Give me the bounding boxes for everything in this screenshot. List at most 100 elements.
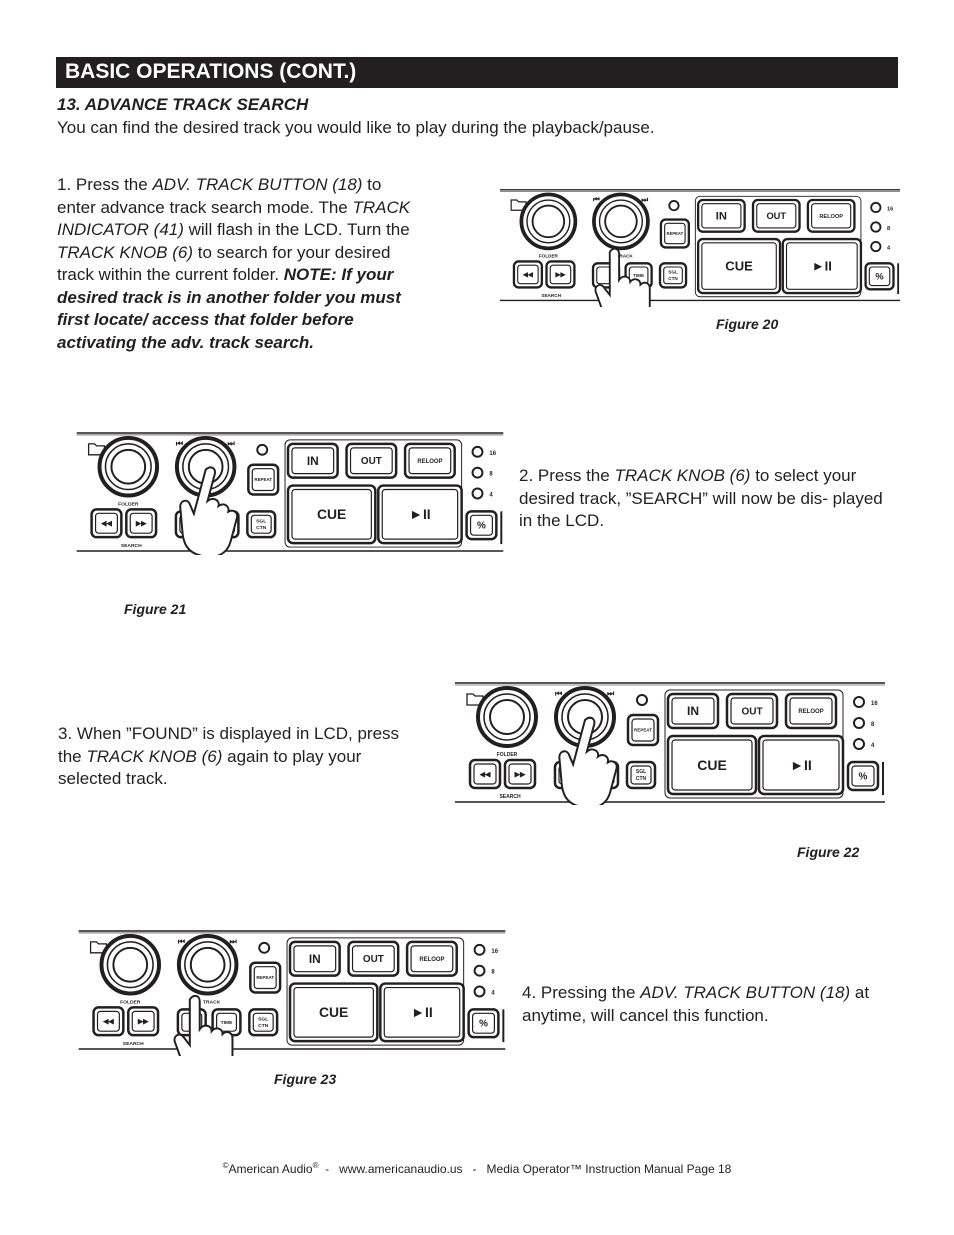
svg-text:◀◀: ◀◀ — [100, 521, 112, 528]
svg-text:IN: IN — [307, 454, 319, 468]
pitch-range-button: % — [465, 510, 498, 541]
hand-icon — [558, 716, 618, 805]
section-intro: You can find the desired track you would… — [57, 118, 655, 137]
sgl-ctn-button — [246, 510, 277, 539]
svg-text:⏭: ⏭ — [229, 937, 237, 946]
search-back-button: ◀◀ — [468, 758, 502, 790]
svg-text:16: 16 — [871, 701, 878, 707]
play-pause-button: ►II — [379, 982, 465, 1043]
reloop-button: RELOOP — [784, 692, 838, 730]
svg-text:4: 4 — [887, 245, 891, 251]
svg-text:CUE: CUE — [725, 259, 753, 274]
svg-text:◀◀: ◀◀ — [522, 272, 534, 279]
search-back-button: ◀◀ — [90, 508, 123, 539]
reloop-button: RELOOP — [405, 940, 458, 977]
folder-knob — [476, 686, 538, 748]
pitch-range-button: % — [864, 262, 895, 291]
repeat-button: REPEAT — [659, 218, 690, 249]
svg-text:OUT: OUT — [361, 456, 382, 467]
section-header: BASIC OPERATIONS (CONT.) — [56, 57, 898, 88]
in-button: IN — [666, 692, 720, 730]
folder-icon — [89, 941, 108, 954]
svg-text:◀◀: ◀◀ — [102, 1019, 114, 1026]
svg-text:REPEAT: REPEAT — [667, 231, 684, 236]
in-button: IN — [286, 442, 339, 479]
svg-text:IN: IN — [309, 952, 321, 966]
svg-text:%: % — [479, 1019, 488, 1030]
cue-button: CUE — [696, 237, 782, 295]
svg-text:SGL: SGL — [258, 1016, 268, 1022]
search-forward-button: ▶▶ — [127, 1006, 160, 1037]
reloop-button: RELOOP — [403, 442, 456, 479]
sgl-ctn-button — [658, 262, 688, 289]
svg-text:CTN: CTN — [636, 776, 647, 782]
figure-22-panel: FOLDERTRACK⏮⏭◀◀▶▶SEARCHTIMESGLCTNREPEATI… — [455, 680, 885, 805]
svg-text:RELOOP: RELOOP — [417, 459, 442, 465]
svg-text:►II: ►II — [812, 259, 832, 274]
svg-text:⏮: ⏮ — [555, 689, 562, 698]
svg-text:TRACK: TRACK — [617, 254, 634, 259]
svg-text:TIME: TIME — [633, 273, 644, 278]
track-knob — [176, 933, 239, 996]
svg-text:CTN: CTN — [258, 1023, 269, 1029]
svg-text:SGL: SGL — [668, 270, 678, 275]
step-1-text: 1. Press the ADV. TRACK BUTTON (18) to e… — [57, 175, 411, 352]
svg-text:SEARCH: SEARCH — [121, 543, 142, 549]
svg-text:REPEAT: REPEAT — [256, 975, 274, 980]
svg-text:►II: ►II — [409, 506, 430, 522]
pitch-range-button: % — [846, 760, 880, 792]
hand-icon — [594, 247, 651, 307]
svg-text:SEARCH: SEARCH — [541, 293, 561, 298]
folder-icon — [87, 443, 106, 456]
svg-text:16: 16 — [887, 206, 893, 212]
svg-text:CUE: CUE — [317, 506, 346, 522]
svg-text:REPEAT: REPEAT — [634, 728, 652, 733]
svg-text:▶▶: ▶▶ — [137, 1019, 149, 1026]
folder-knob — [99, 933, 162, 996]
repeat-button: REPEAT — [249, 961, 282, 994]
sgl-ctn-button — [625, 760, 657, 790]
svg-text:%: % — [477, 521, 486, 532]
section-header-title: BASIC OPERATIONS (CONT.) — [65, 60, 357, 83]
search-forward-button: ▶▶ — [125, 508, 158, 539]
svg-text:RELOOP: RELOOP — [819, 214, 843, 220]
svg-text:FOLDER: FOLDER — [120, 999, 141, 1005]
figure-21-panel: FOLDERTRACK⏮⏭◀◀▶▶SEARCHTIMESGLCTNREPEATI… — [76, 430, 504, 555]
svg-text:%: % — [875, 272, 884, 282]
svg-text:16: 16 — [491, 949, 498, 955]
svg-text:SEARCH: SEARCH — [499, 794, 521, 800]
svg-text:OUT: OUT — [766, 211, 786, 221]
search-forward-button: ▶▶ — [545, 260, 576, 289]
svg-text:8: 8 — [489, 472, 493, 478]
svg-text:RELOOP: RELOOP — [419, 957, 444, 963]
svg-text:FOLDER: FOLDER — [118, 501, 139, 507]
step-4-text: 4. Pressing the ADV. TRACK BUTTON (18) a… — [522, 983, 870, 1025]
svg-text:CUE: CUE — [319, 1004, 348, 1020]
svg-text:►II: ►II — [411, 1004, 432, 1020]
page-footer: ©American Audio® - www.americanaudio.us … — [222, 1161, 732, 1176]
svg-text:CTN: CTN — [256, 525, 267, 531]
reloop-button: RELOOP — [806, 198, 856, 233]
repeat-button: REPEAT — [626, 713, 660, 747]
svg-text:⏮: ⏮ — [176, 439, 183, 448]
search-forward-button: ▶▶ — [503, 758, 537, 790]
search-back-button: ◀◀ — [512, 260, 544, 289]
svg-text:SGL: SGL — [636, 769, 646, 775]
svg-text:⏭: ⏭ — [227, 439, 235, 448]
out-button: OUT — [725, 692, 779, 730]
search-back-button: ◀◀ — [92, 1006, 125, 1037]
svg-text:⏮: ⏮ — [593, 195, 600, 204]
svg-text:⏮: ⏮ — [178, 937, 185, 946]
figure-22-caption: Figure 22 — [797, 844, 860, 860]
play-pause-button: ►II — [377, 484, 463, 545]
folder-icon — [466, 693, 484, 706]
cue-button: CUE — [288, 982, 379, 1043]
figure-20-caption: Figure 20 — [716, 316, 779, 332]
out-button: OUT — [347, 940, 400, 977]
svg-text:FOLDER: FOLDER — [497, 752, 518, 758]
svg-text:▶▶: ▶▶ — [514, 771, 526, 778]
svg-text:TRACK: TRACK — [203, 999, 221, 1005]
figure-23-caption: Figure 23 — [274, 1071, 337, 1087]
